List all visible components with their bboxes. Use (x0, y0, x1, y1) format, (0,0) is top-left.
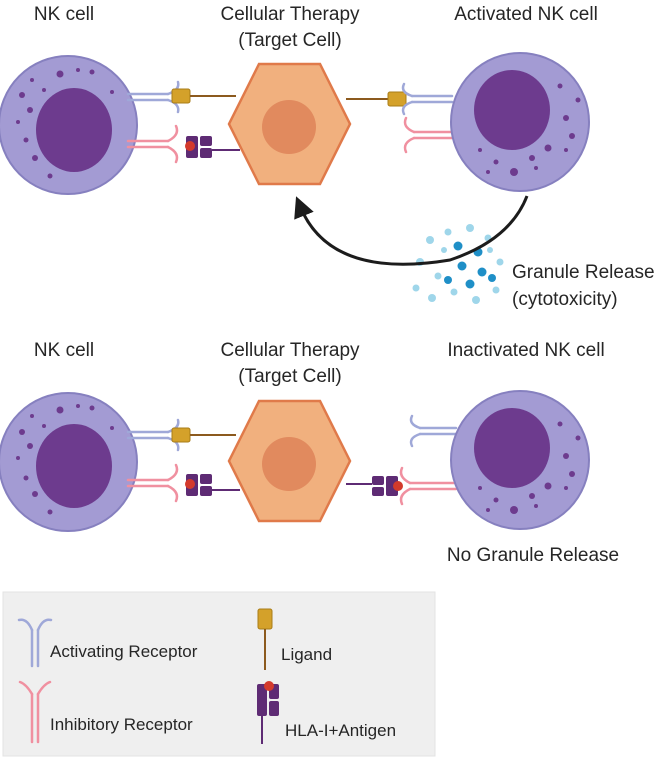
cytotoxicity-arrow (294, 195, 529, 266)
bottom-left-ligand (171, 427, 236, 443)
legend: Activating Receptor Inhibitory Receptor … (2, 591, 436, 757)
bottom-target-label-line1: Cellular Therapy (220, 340, 360, 361)
bottom-right-hla-antigen (346, 476, 403, 496)
inactivated-nk-cell (450, 390, 590, 530)
legend-hla-antigen-icon (257, 681, 279, 744)
bottom-left-hla-antigen (185, 474, 240, 496)
legend-hla-antigen-label: HLA-I+Antigen (285, 721, 396, 740)
top-target-cell (227, 62, 352, 186)
legend-activating-receptor-icon (17, 618, 53, 668)
top-left-hla-antigen (185, 136, 240, 158)
top-left-nk-cell (0, 55, 138, 195)
legend-inhibitory-receptor-icon (18, 680, 52, 744)
top-nk-cell-label: NK cell (34, 4, 94, 25)
bottom-target-label-line2: (Target Cell) (238, 366, 341, 387)
inactivated-nk-label: Inactivated NK cell (447, 340, 604, 361)
legend-inhibitory-receptor-label: Inhibitory Receptor (50, 715, 193, 734)
bottom-target-cell (227, 399, 352, 523)
bottom-nk-cell-label: NK cell (34, 340, 94, 361)
bottom-right-activating-receptor (409, 414, 458, 448)
bottom-right-inhibitory-receptor (399, 466, 458, 506)
cytotoxicity-label: (cytotoxicity) (512, 289, 618, 310)
no-granule-release-label: No Granule Release (447, 545, 619, 566)
bottom-left-nk-cell (0, 392, 138, 532)
top-left-inhibitory-receptor (126, 124, 179, 164)
granule-release-label: Granule Release (512, 262, 655, 283)
top-activated-nk-label: Activated NK cell (454, 4, 598, 25)
top-activated-nk-cell (450, 52, 590, 192)
legend-activating-receptor-label: Activating Receptor (50, 642, 198, 661)
top-right-activating-receptor (401, 82, 454, 116)
legend-ligand-label: Ligand (281, 645, 332, 664)
bottom-left-activating-receptor (126, 418, 180, 452)
top-target-label-line2: (Target Cell) (238, 30, 341, 51)
top-right-ligand (346, 91, 407, 107)
top-left-ligand (171, 88, 236, 104)
top-target-label-line1: Cellular Therapy (220, 4, 360, 25)
legend-ligand-icon (257, 608, 273, 670)
top-right-inhibitory-receptor (403, 116, 454, 154)
legend-background (2, 591, 436, 757)
bottom-left-inhibitory-receptor (126, 463, 179, 503)
